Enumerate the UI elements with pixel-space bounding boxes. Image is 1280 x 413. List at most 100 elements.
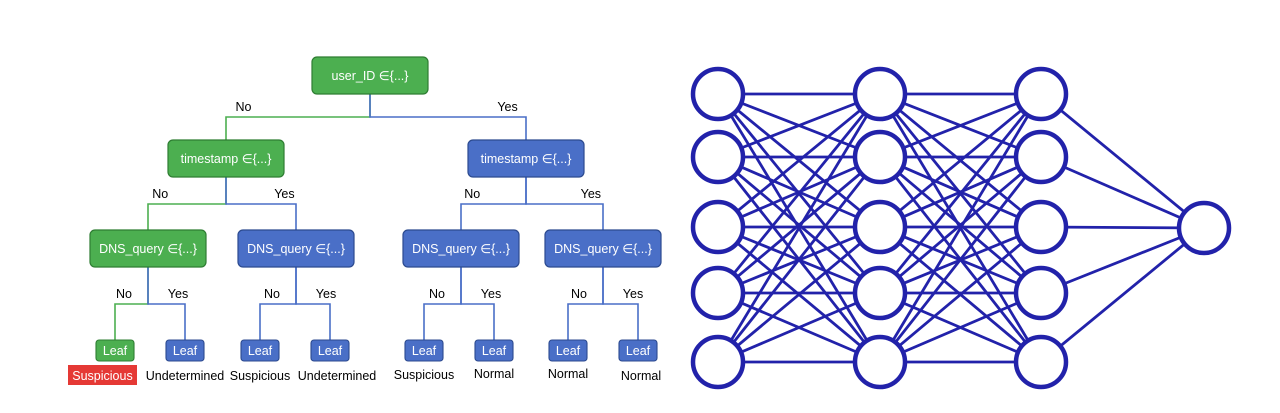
input-neuron	[690, 129, 746, 185]
hidden-neuron	[1013, 66, 1069, 122]
edge-label-yes: Yes	[274, 187, 294, 201]
hidden-neuron	[852, 66, 908, 122]
network-connections	[716, 92, 1205, 364]
network-connection	[879, 155, 1042, 295]
leaf-label: Leaf	[103, 344, 128, 358]
tree-edge	[147, 177, 227, 230]
network-connection	[878, 93, 1043, 363]
leaf-label: Leaf	[412, 344, 437, 358]
tree-edge	[225, 177, 297, 230]
leaf-box	[310, 339, 350, 362]
tree-edge	[460, 267, 495, 340]
network-connection	[716, 156, 882, 363]
outcome-label: Suspicious	[72, 369, 132, 383]
dns-query-node: DNS_query ∈{...}	[89, 229, 207, 268]
hidden-neuron	[852, 265, 908, 321]
dns-query-node-label: DNS_query ∈{...}	[412, 242, 510, 256]
outcome-label: Normal	[548, 367, 588, 381]
dns-query-node-label: DNS_query ∈{...}	[554, 242, 652, 256]
network-connection	[716, 93, 882, 294]
dns-query-node: DNS_query ∈{...}	[544, 229, 662, 268]
input-neuron	[690, 334, 746, 390]
network-connection	[879, 92, 1042, 159]
input-neuron	[690, 199, 746, 255]
tree-edge	[602, 267, 639, 340]
timestamp-node-box	[467, 139, 585, 178]
outcome-label: Suspicious	[394, 368, 454, 382]
leaf-label: Leaf	[173, 344, 198, 358]
tree-edge	[525, 177, 604, 230]
hidden-neuron	[1013, 199, 1069, 255]
edge-label-yes: Yes	[623, 287, 643, 301]
tree-edge	[423, 267, 462, 340]
leaf-label: Leaf	[248, 344, 273, 358]
hidden-neuron	[852, 199, 908, 255]
timestamp-node-label: timestamp ∈{...}	[181, 152, 272, 166]
dns-query-node-label: DNS_query ∈{...}	[247, 242, 345, 256]
timestamp-node: timestamp ∈{...}	[467, 139, 585, 178]
dns-query-node-label: DNS_query ∈{...}	[99, 242, 197, 256]
dns-query-node-box	[544, 229, 662, 268]
neural-network	[690, 66, 1232, 390]
network-connection	[717, 225, 881, 364]
timestamp-node: timestamp ∈{...}	[167, 139, 285, 178]
hidden-neuron	[1013, 334, 1069, 390]
edge-label-yes: Yes	[497, 100, 517, 114]
leaf-box	[618, 339, 658, 362]
outcome-label: Suspicious	[230, 369, 290, 383]
edge-label-yes: Yes	[168, 287, 188, 301]
network-connection	[1040, 226, 1205, 364]
leaf-box	[404, 339, 444, 362]
hidden-neuron	[852, 129, 908, 185]
edge-label-no: No	[264, 287, 280, 301]
tree-edge	[567, 267, 604, 340]
edge-label-yes: Yes	[481, 287, 501, 301]
output-neuron	[1176, 200, 1232, 256]
outcome-label: Undetermined	[298, 369, 377, 383]
edge-label-no: No	[429, 287, 445, 301]
dns-query-node: DNS_query ∈{...}	[402, 229, 520, 268]
network-connection	[1040, 226, 1205, 295]
leaf-box	[165, 339, 205, 362]
edge-label-no: No	[464, 187, 480, 201]
dns-query-node-box	[402, 229, 520, 268]
root-node-label: user_ID ∈{...}	[332, 69, 409, 83]
leaf-box	[548, 339, 588, 362]
outcome-label: Normal	[621, 369, 661, 383]
outcome-label: Undetermined	[146, 369, 225, 383]
edge-label-yes: Yes	[316, 287, 336, 301]
network-connection	[717, 92, 881, 229]
hidden-neuron	[1013, 129, 1069, 185]
leaf-label: Leaf	[626, 344, 651, 358]
timestamp-node-box	[167, 139, 285, 178]
hidden-neuron	[1013, 265, 1069, 321]
leaf-label: Leaf	[556, 344, 581, 358]
network-connection	[717, 291, 881, 364]
outcome-label: Normal	[474, 367, 514, 381]
tree-edge	[369, 94, 527, 140]
network-connection	[879, 92, 1042, 229]
network-connection	[717, 155, 881, 295]
network-connection	[879, 291, 1042, 364]
dns-query-node-box	[89, 229, 207, 268]
dns-query-node-box	[237, 229, 355, 268]
hidden-neuron	[852, 334, 908, 390]
timestamp-node-label: timestamp ∈{...}	[481, 152, 572, 166]
leaf-box	[474, 339, 514, 362]
tree-edge	[295, 267, 331, 340]
network-connection	[879, 225, 1042, 364]
dns-query-node: DNS_query ∈{...}	[237, 229, 355, 268]
network-connection	[878, 156, 1043, 363]
decision-tree: user_ID ∈{...} timestamp ∈{...} timestamp …	[68, 56, 662, 385]
edge-label-no: No	[152, 187, 168, 201]
tree-edge	[259, 267, 297, 340]
edge-label-no: No	[236, 100, 252, 114]
